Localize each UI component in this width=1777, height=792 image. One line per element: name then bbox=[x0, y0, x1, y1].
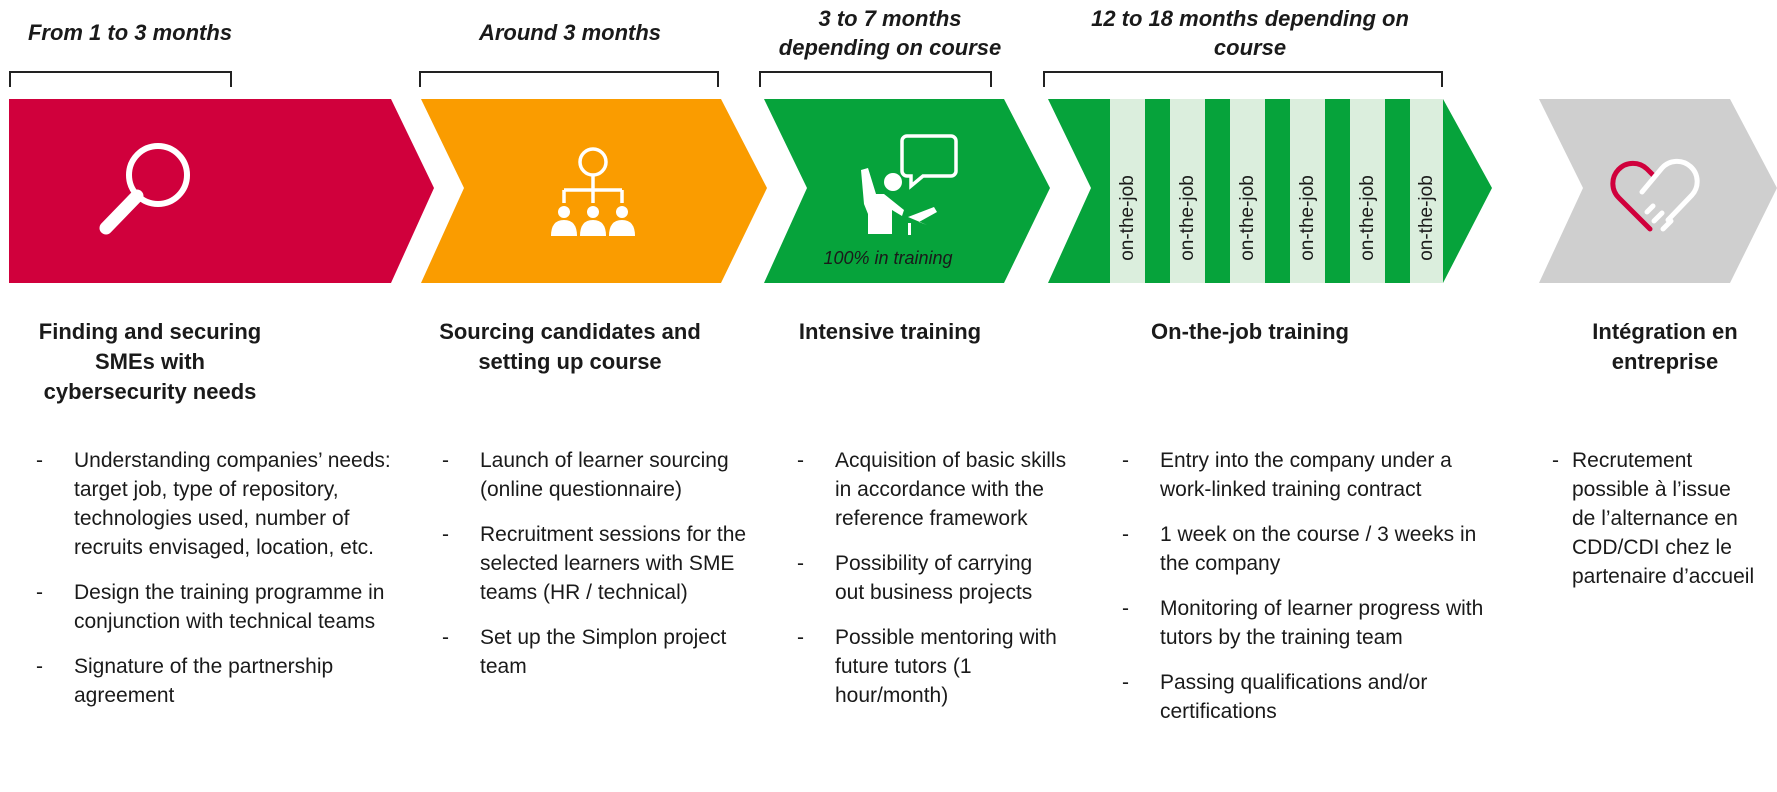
list-item: -Entry into the company under a work-lin… bbox=[1122, 449, 1452, 501]
list-item: -Possible mentoring with future tutors (… bbox=[797, 626, 1057, 707]
onthejob-label: on-the-job bbox=[1237, 175, 1258, 261]
duration-stage-4: 12 to 18 months depending on course bbox=[1091, 6, 1409, 60]
bullets-stage-1: -Understanding companies’ needs: target … bbox=[36, 446, 406, 726]
onthejob-stripe bbox=[1110, 99, 1145, 283]
list-item: -Monitoring of learner progress with tut… bbox=[1122, 597, 1484, 649]
list-item: -1 week on the course / 3 weeks in the c… bbox=[1122, 523, 1477, 575]
title-stage-5: Intégration en entreprise bbox=[1592, 319, 1738, 374]
bullets-stage-3: -Acquisition of basic skills in accordan… bbox=[797, 446, 1067, 726]
list-item: -Acquisition of basic skills in accordan… bbox=[797, 449, 1067, 530]
onthejob-label: on-the-job bbox=[1357, 175, 1378, 261]
onthejob-stripe bbox=[1290, 99, 1325, 283]
onthejob-stripe bbox=[1230, 99, 1265, 283]
onthejob-label: on-the-job bbox=[1416, 175, 1437, 261]
list-item: -Understanding companies’ needs: target … bbox=[36, 449, 391, 559]
teacher-speech-bubble-icon bbox=[861, 134, 958, 235]
bullets-stage-4: -Entry into the company under a work-lin… bbox=[1122, 446, 1492, 742]
bracket-stage-1 bbox=[9, 71, 232, 87]
onthejob-label: on-the-job bbox=[1297, 175, 1318, 261]
list-item: -Design the training programme in conjun… bbox=[36, 581, 385, 633]
bracket-stage-4 bbox=[1043, 71, 1443, 87]
title-stage-2: Sourcing candidates and setting up cours… bbox=[439, 319, 701, 374]
stage-3-caption: 100% in training bbox=[823, 248, 953, 268]
chevron-stage-3 bbox=[764, 99, 1050, 283]
list-item: -Recruitment sessions for the selected l… bbox=[442, 523, 747, 604]
onthejob-stripe bbox=[1350, 99, 1385, 283]
list-item: -Launch of learner sourcing (online ques… bbox=[442, 449, 729, 501]
onthejob-label: on-the-job bbox=[1177, 175, 1198, 261]
title-stage-1: Finding and securing SMEs with cybersecu… bbox=[38, 319, 262, 404]
org-chart-people-icon bbox=[551, 147, 635, 236]
bracket-stage-2 bbox=[419, 71, 719, 87]
bullets-stage-2: -Launch of learner sourcing (online ques… bbox=[442, 446, 772, 697]
list-item: -Recrutement possible à l’issue de l’alt… bbox=[1552, 449, 1755, 588]
chevron-stage-5 bbox=[1539, 99, 1777, 283]
bracket-stage-3 bbox=[759, 71, 992, 87]
onthejob-label: on-the-job bbox=[1117, 175, 1138, 261]
bullets-stage-5: -Recrutement possible à l’issue de l’alt… bbox=[1552, 446, 1757, 607]
list-item: -Signature of the partnership agreement bbox=[36, 655, 334, 707]
title-stage-4: On-the-job training bbox=[1151, 319, 1349, 344]
handshake-heart-icon bbox=[1610, 158, 1700, 232]
onthejob-stripe bbox=[1170, 99, 1205, 283]
title-stage-3: Intensive training bbox=[798, 319, 982, 344]
duration-stage-1: From 1 to 3 months bbox=[27, 20, 233, 45]
magnifier-icon bbox=[99, 143, 190, 235]
onthejob-stripes bbox=[1110, 99, 1443, 283]
duration-stage-3: 3 to 7 months depending on course bbox=[778, 6, 1002, 60]
list-item: -Set up the Simplon project team bbox=[442, 626, 727, 678]
list-item: -Possibility of carrying out business pr… bbox=[797, 552, 1033, 604]
process-chevrons bbox=[9, 99, 1777, 283]
list-item: -Passing qualifications and/or certifica… bbox=[1122, 671, 1428, 723]
onthejob-stripe bbox=[1410, 99, 1443, 283]
chevron-stage-1 bbox=[9, 99, 434, 283]
duration-stage-2: Around 3 months bbox=[478, 20, 662, 45]
